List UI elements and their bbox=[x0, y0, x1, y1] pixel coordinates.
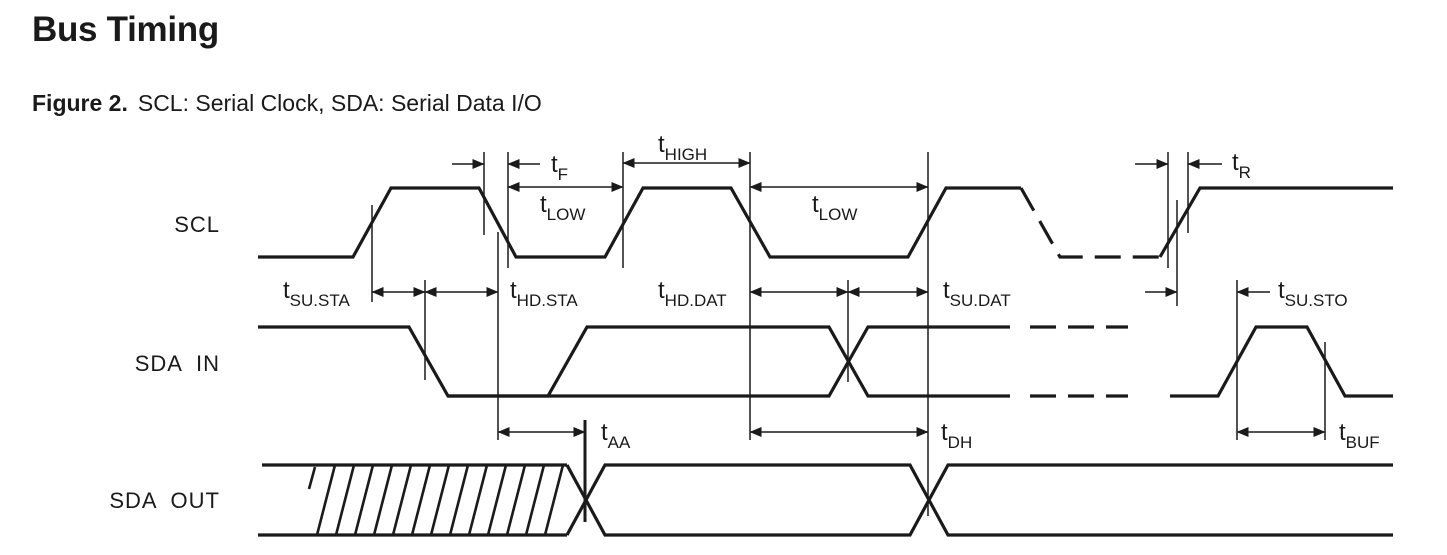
figure-number: Figure 2. bbox=[32, 90, 128, 116]
sda-in-waveform-b bbox=[448, 325, 1010, 398]
sda-out-waveform-b bbox=[565, 463, 1393, 537]
sda-in-waveform-a bbox=[258, 325, 1010, 398]
hatch-line bbox=[429, 464, 451, 536]
sda-out-waveform-a bbox=[565, 463, 1393, 537]
label-t-su-sto: tSU.STO bbox=[1278, 277, 1348, 310]
signal-label-scl: SCL bbox=[174, 212, 220, 237]
hatch-line bbox=[505, 464, 527, 536]
label-t-hd-dat: tHD.DAT bbox=[658, 277, 727, 310]
label-t-high: tHIGH bbox=[658, 131, 707, 164]
signal-label-sda-in: SDA IN bbox=[135, 351, 220, 376]
page-heading: Bus Timing bbox=[32, 10, 219, 49]
label-t-su-dat: tSU.DAT bbox=[943, 277, 1011, 310]
sda-out-undefined-region bbox=[258, 463, 567, 537]
scl-waveform-final bbox=[1158, 186, 1393, 258]
hatch-line bbox=[315, 464, 337, 536]
label-t-f: tF bbox=[551, 151, 568, 184]
hatch-line bbox=[448, 464, 470, 536]
hatch-pattern bbox=[307, 464, 565, 536]
label-t-low-1: tLOW bbox=[540, 191, 585, 224]
label-t-aa: tAA bbox=[601, 419, 631, 452]
figure-caption-text: SCL: Serial Clock, SDA: Serial Data I/O bbox=[137, 90, 542, 116]
figure-caption: Figure 2. SCL: Serial Clock, SDA: Serial … bbox=[32, 90, 542, 117]
hatch-line bbox=[334, 464, 356, 536]
hatch-line bbox=[353, 464, 375, 536]
signal-label-sda-out: SDA OUT bbox=[109, 488, 220, 513]
hatch-line bbox=[486, 464, 508, 536]
hatch-line bbox=[543, 464, 565, 536]
scl-waveform bbox=[258, 186, 1021, 259]
label-t-r: tR bbox=[1232, 149, 1251, 182]
label-t-su-sta: tSU.STA bbox=[283, 277, 350, 310]
label-t-dh: tDH bbox=[941, 419, 972, 452]
label-t-hd-sta: tHD.STA bbox=[510, 277, 578, 310]
hatch-line bbox=[524, 464, 546, 536]
hatch-line bbox=[391, 464, 413, 536]
hatch-line bbox=[307, 466, 317, 490]
label-t-low-2: tLOW bbox=[812, 191, 857, 224]
hatch-line bbox=[372, 464, 394, 536]
scl-waveform-dashed bbox=[1019, 187, 1160, 259]
hatch-line bbox=[467, 464, 489, 536]
sda-in-stop-pulse bbox=[1170, 325, 1393, 398]
hatch-line bbox=[410, 464, 432, 536]
label-t-buf: tBUF bbox=[1339, 419, 1380, 452]
